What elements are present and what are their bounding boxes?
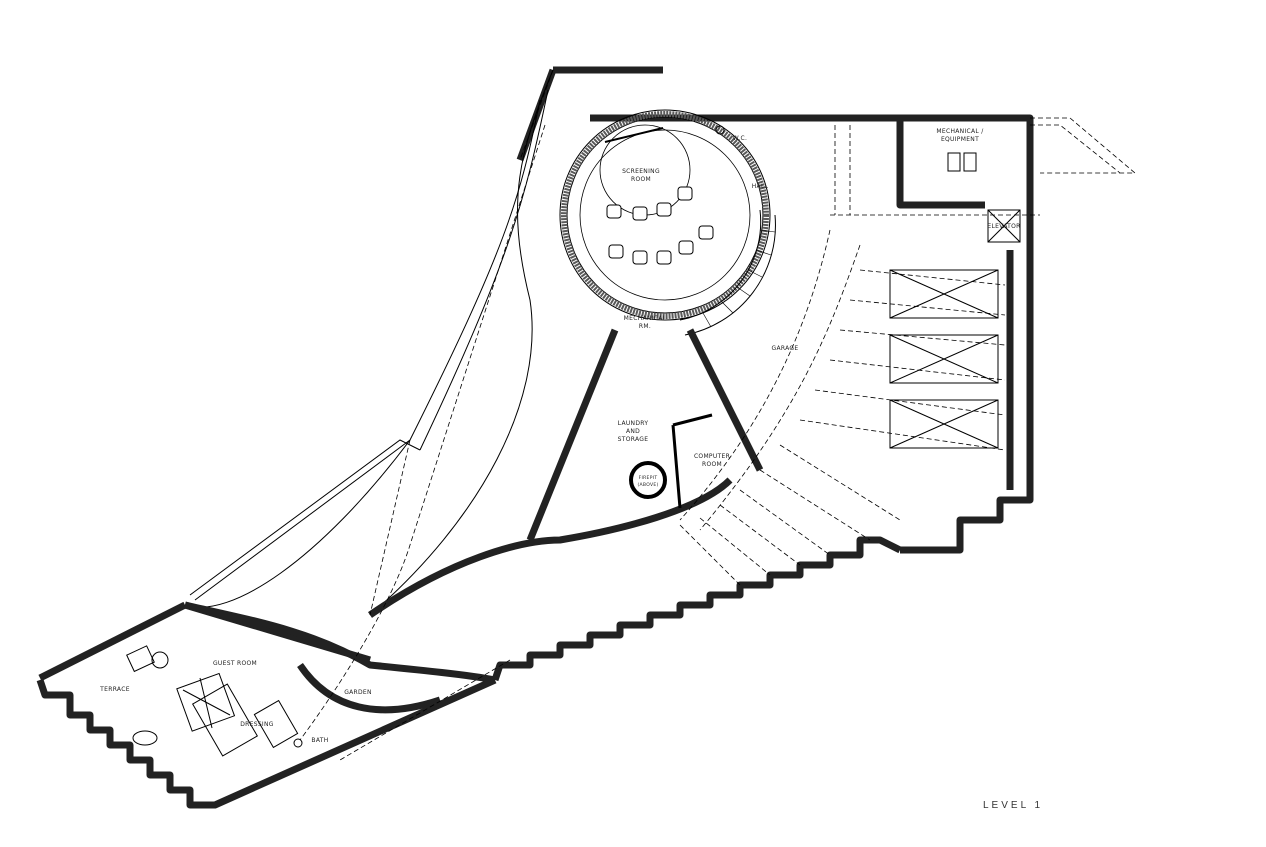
garden-label: GARDEN bbox=[344, 689, 372, 696]
screening-room bbox=[559, 109, 776, 336]
mech-equip-label-2: EQUIPMENT bbox=[941, 136, 979, 143]
mech-equip-label-1: MECHANICAL / bbox=[936, 128, 984, 135]
wc-label: W.C. bbox=[733, 135, 747, 142]
computer-room-label-1: COMPUTER bbox=[694, 453, 730, 460]
exterior-walls bbox=[36, 66, 1034, 809]
guest-room-label: GUEST ROOM bbox=[213, 660, 257, 667]
computer-room-wall bbox=[671, 413, 713, 509]
mechanical-rm-label-1: MECHANICAL bbox=[624, 315, 667, 322]
mechanical-rm-label-2: RM. bbox=[639, 323, 651, 330]
elevator-label: ELEVATOR bbox=[987, 223, 1020, 230]
seating-row-2 bbox=[608, 225, 714, 265]
laundry-label-1: LAUNDRY bbox=[618, 420, 649, 427]
level-label: LEVEL 1 bbox=[983, 800, 1043, 811]
screening-room-label-2: ROOM bbox=[631, 176, 651, 183]
dressing-label: DRESSING bbox=[240, 721, 274, 728]
terrace-label: TERRACE bbox=[99, 686, 130, 693]
laundry-label-3: STORAGE bbox=[618, 436, 649, 443]
bath-label: BATH bbox=[311, 737, 328, 744]
screening-room-label-1: SCREENING bbox=[622, 168, 660, 175]
garage-label: GARAGE bbox=[772, 345, 799, 352]
firepit-label-2: (ABOVE) bbox=[637, 482, 658, 488]
garage-parking bbox=[679, 229, 1006, 586]
computer-room-label-2: ROOM bbox=[702, 461, 722, 468]
seating-row-1 bbox=[606, 186, 693, 221]
laundry-label-2: AND bbox=[626, 428, 640, 435]
firepit-circle bbox=[629, 461, 667, 499]
room-labels: SCREENING ROOM W.C. HALL MECHANICAL / EQ… bbox=[99, 128, 1020, 744]
guest-room-furniture bbox=[126, 645, 303, 757]
curved-walls bbox=[184, 69, 764, 714]
mechanical-equipment bbox=[830, 117, 1137, 243]
hall-label: HALL bbox=[752, 183, 769, 190]
firepit-label-1: FIREPIT bbox=[639, 475, 658, 481]
